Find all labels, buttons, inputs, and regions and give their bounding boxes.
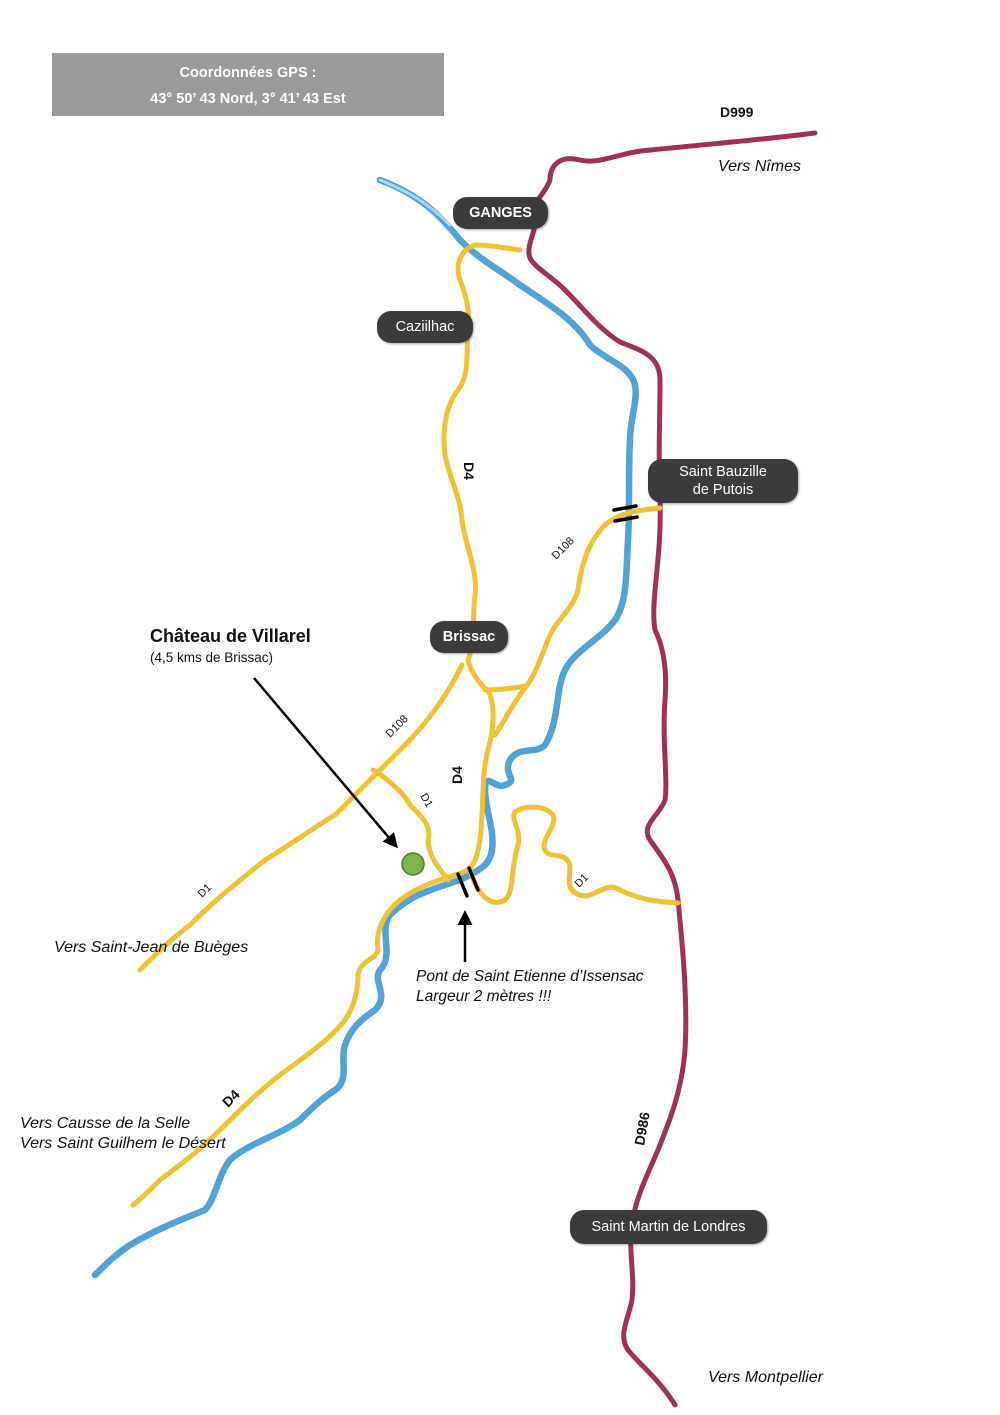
- road-label-d1-east: D1: [573, 872, 591, 890]
- road-d1-middle: [370, 767, 451, 883]
- direction-montpellier: Vers Montpellier: [708, 1369, 824, 1386]
- road-label-d986: D986: [631, 1111, 653, 1147]
- castle-marker-icon: [401, 852, 425, 876]
- bridge-label-line1: Pont de Saint Etienne d’Issensac: [416, 968, 644, 985]
- road-d4-middle: [452, 657, 496, 878]
- bridge-marker-saint-bauzille-1: [612, 504, 638, 512]
- direction-causse-line1: Vers Causse de la Selle: [20, 1115, 191, 1132]
- road-label-d1-west: D1: [196, 882, 214, 900]
- town-label-saint-martin: Saint Martin de Londres: [570, 1210, 767, 1244]
- town-name-line2: de Putois: [692, 482, 754, 498]
- direction-nimes: Vers Nîmes: [718, 158, 801, 175]
- road-d1-east: [467, 804, 681, 906]
- bridge-marker-saint-bauzille-2: [613, 515, 639, 523]
- gps-coordinates: 43° 50’ 43 Nord, 3° 41’ 43 Est: [150, 91, 346, 107]
- town-name-line1: Saint Bauzille: [679, 464, 767, 480]
- road-label-d4-south: D4: [219, 1086, 243, 1110]
- road-label-d108-west: D108: [384, 713, 411, 740]
- bridge-marker-issensac-2: [467, 866, 480, 892]
- bridge-marker-issensac-1: [456, 872, 469, 898]
- road-connector-brissac: [482, 683, 528, 693]
- road-label-d4-middle: D4: [449, 766, 465, 784]
- gps-title: Coordonnées GPS :: [179, 65, 317, 81]
- chateau-subtitle: (4,5 kms de Brissac): [150, 650, 274, 665]
- chateau-title: Château de Villarel: [150, 626, 311, 646]
- town-name: Brissac: [442, 629, 496, 645]
- road-d4-north: [441, 242, 523, 663]
- town-name: Saint Martin de Londres: [591, 1219, 746, 1235]
- road-label-d4-north: D4: [461, 462, 477, 480]
- river-herault: [91, 176, 639, 1279]
- town-label-saint-bauzille: Saint Bauzille de Putois: [648, 459, 798, 503]
- bridge-label-line2: Largeur 2 mètres !!!: [416, 988, 552, 1005]
- town-name: GANGES: [469, 205, 532, 221]
- road-d108-east: [492, 505, 663, 738]
- town-label-ganges: GANGES: [453, 197, 548, 229]
- road-label-d1-middle: D1: [417, 792, 434, 810]
- town-label-brissac: Brissac: [430, 621, 508, 653]
- gps-coordinates-box: Coordonnées GPS : 43° 50’ 43 Nord, 3° 41…: [52, 53, 444, 116]
- chateau-pointer-arrow: [253, 677, 398, 849]
- road-d4-south: [130, 872, 458, 1208]
- town-name: Caziilhac: [395, 319, 455, 335]
- direction-saint-jean: Vers Saint-Jean de Buèges: [54, 939, 249, 956]
- town-label-cazilhac: Caziilhac: [377, 311, 473, 343]
- road-label-d999: D999: [720, 104, 754, 120]
- road-d108-d1-west: [137, 662, 465, 973]
- direction-causse-line2: Vers Saint Guilhem le Désert: [20, 1135, 226, 1152]
- river-herault-upstream: [378, 178, 452, 227]
- road-label-d108-east: D108: [550, 535, 577, 562]
- road-d999-d986: [526, 130, 818, 1408]
